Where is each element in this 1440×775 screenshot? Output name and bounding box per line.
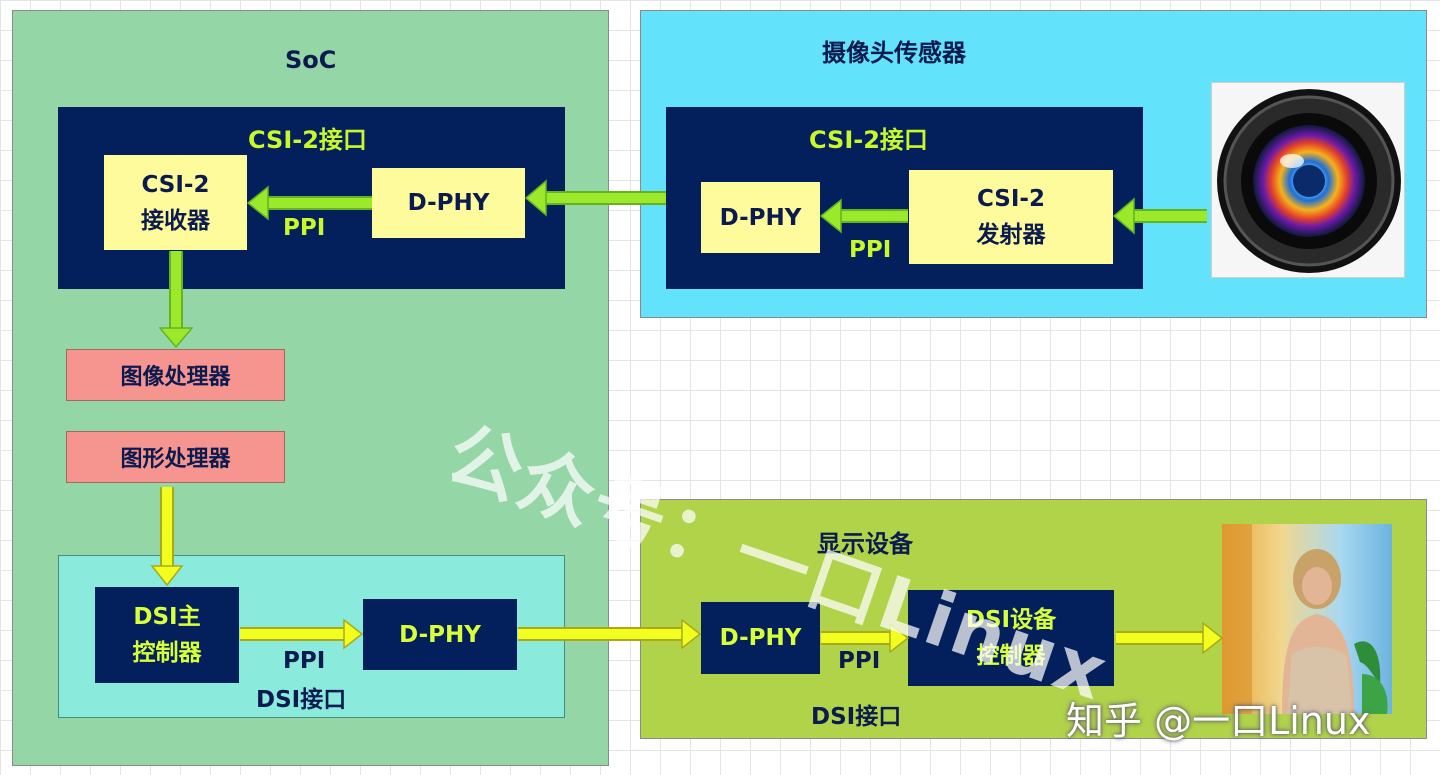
csi-receiver-line1: CSI-2 [141,171,210,198]
soc-dsi-dphy-box: D-PHY [363,599,517,670]
graphics-processor-box: 图形处理器 [66,431,285,483]
camera-lens-icon [1217,89,1401,273]
dsi-host-controller-box: DSI主 控制器 [95,587,239,683]
arrow-soc-dphy-to-csi-rx [246,185,372,221]
camera-csi-interface-title: CSI-2接口 [809,126,928,154]
display-photo-image [1222,524,1392,714]
dsi-host-line2: 控制器 [132,640,202,666]
arrow-dsi-host-to-soc-dsi-dphy [240,618,364,650]
soc-dsi-interface-title: DSI接口 [256,687,347,713]
arrow-camera-to-csi-tx [1112,197,1207,235]
arrow-graphics-to-dsi-host [150,487,184,587]
image-processor-box: 图像处理器 [66,349,285,401]
soc-dphy-label: D-PHY [407,190,490,216]
soc-dphy-box: D-PHY [372,168,525,238]
dsi-device-line2: 控制器 [976,643,1046,669]
camera-dphy-box: D-PHY [701,182,820,253]
csi-receiver-box: CSI-2 接收器 [104,155,247,250]
soc-csi-ppi-label: PPI [283,215,326,241]
arrow-camera-dphy-to-soc-dphy [524,179,666,217]
camera-dphy-label: D-PHY [719,204,802,231]
soc-csi-interface-title: CSI-2接口 [248,126,367,154]
csi-receiver-line2: 接收器 [141,207,210,234]
display-dphy-box: D-PHY [701,602,820,674]
display-device-title: 显示设备 [817,530,913,558]
person-photo-icon [1222,524,1388,714]
dsi-host-line1: DSI主 [133,604,201,630]
arrow-csi-rx-to-image-processor [158,251,194,349]
csi-transmitter-line2: 发射器 [976,222,1046,248]
image-processor-label: 图像处理器 [120,365,231,390]
soc-dsi-dphy-label: D-PHY [399,621,481,648]
camera-lens-image [1211,82,1405,278]
arrow-dsi-device-to-display [1116,621,1224,655]
soc-dsi-ppi-label: PPI [283,648,326,674]
csi-transmitter-box: CSI-2 发射器 [909,170,1113,264]
csi-transmitter-line1: CSI-2 [977,186,1045,212]
display-ppi-label: PPI [838,648,881,674]
camera-sensor-title: 摄像头传感器 [822,39,966,67]
arrow-display-dphy-to-dsi-device [821,622,910,654]
graphics-processor-label: 图形处理器 [120,447,231,472]
arrow-soc-dsi-dphy-to-display-dphy [518,618,702,650]
camera-ppi-label: PPI [849,237,892,263]
display-dphy-label: D-PHY [719,625,802,651]
dsi-device-controller-box: DSI设备 控制器 [908,590,1114,686]
soc-title: SoC [285,46,337,74]
signature-text: 知乎 @一口Linux [1066,699,1371,743]
arrow-csi-tx-to-camera-dphy [819,198,908,234]
display-dsi-interface-title: DSI接口 [811,704,902,730]
dsi-device-line1: DSI设备 [965,607,1057,633]
